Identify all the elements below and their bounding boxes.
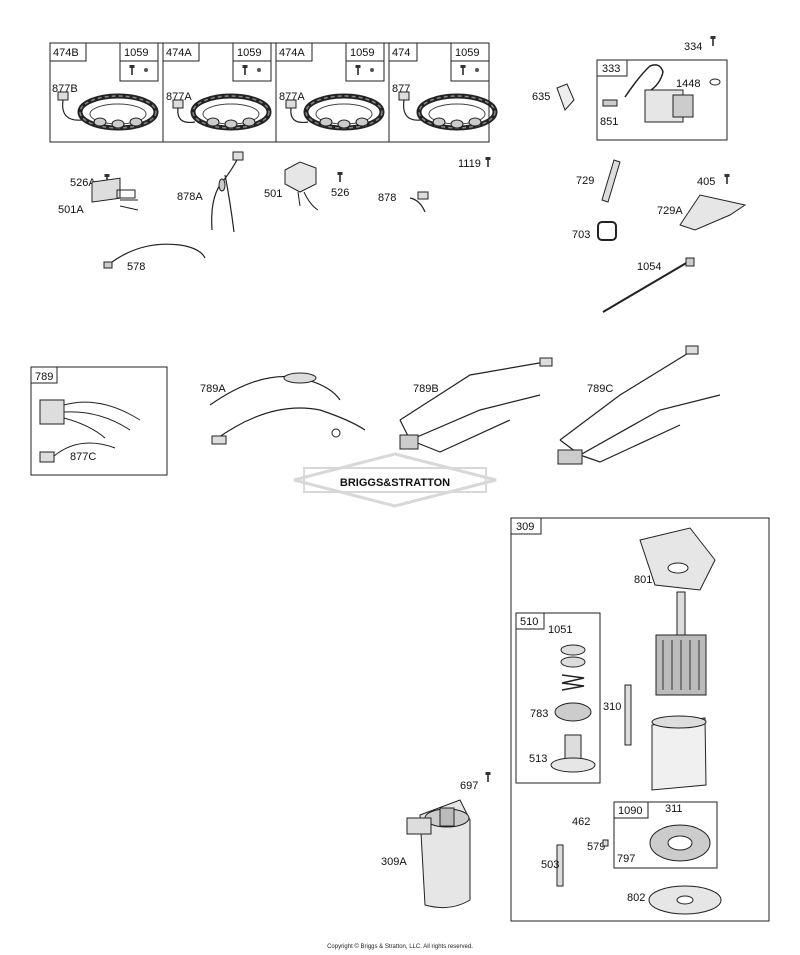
label-789B: 789B [413,383,439,395]
box-label-510: 510 [520,616,538,628]
label-878: 878 [378,192,396,204]
bracket-group: 729 405 729A 703 1054 [572,159,747,313]
label-1054: 1054 [637,261,661,273]
label-729: 729 [576,175,594,187]
stator-group: 474B 474A 474A 474 1059 1059 1059 1059 [49,42,495,143]
label-1448: 1448 [676,78,700,90]
brand-watermark: BRIGGS&STRATTON [293,452,497,508]
label-309A: 309A [381,856,407,868]
label-334: 334 [684,41,702,53]
label-501A: 501A [58,204,84,216]
box-label-1059: 1059 [350,47,374,59]
stator-icon [80,96,156,128]
label-877B: 877B [52,83,78,95]
stator-icon [419,96,495,128]
label-703: 703 [572,229,590,241]
label-513: 513 [529,753,547,765]
label-462: 462 [572,816,590,828]
label-877A: 877A [166,91,192,103]
box-label-474: 474 [392,47,410,59]
ignition-group: 334 635 333 851 1448 [532,36,728,141]
label-1119: 1119 [458,158,481,170]
wiring-small-parts: 526A 501A 578 878A 501 526 878 1119 [58,151,491,273]
label-405: 405 [697,176,715,188]
box-label-789: 789 [35,371,53,383]
stator-icon [193,96,269,128]
label-310: 310 [603,701,621,713]
label-311: 311 [665,803,683,815]
box-label-474A: 474A [166,47,192,59]
starter-assembly-309A: 697 309A [381,772,491,909]
screw-icon [485,772,491,782]
starter-group: 309 801 310 510 1051 783 513 1090 311 79… [510,517,770,922]
label-697: 697 [460,780,478,792]
box-label-474B: 474B [53,47,79,59]
label-877C: 877C [70,451,96,463]
label-503: 503 [541,859,559,871]
copyright-footer: Copyright © Briggs & Stratton, LLC. All … [327,944,473,950]
label-802: 802 [627,892,645,904]
label-789A: 789A [200,383,226,395]
screw-icon [337,172,343,182]
box-label-1090: 1090 [618,805,642,817]
label-578: 578 [127,261,145,273]
label-801: 801 [634,574,652,586]
box-label-333: 333 [602,63,620,75]
label-729A: 729A [657,205,683,217]
label-501: 501 [264,188,282,200]
label-878A: 878A [177,191,203,203]
box-label-309: 309 [516,521,534,533]
screw-icon [485,157,491,167]
box-label-474A: 474A [279,47,305,59]
box-label-1059: 1059 [237,47,261,59]
label-783: 783 [530,708,548,720]
label-877A: 877A [279,91,305,103]
label-526: 526 [331,187,349,199]
screw-icon [710,36,716,46]
label-526A: 526A [70,177,96,189]
label-851: 851 [600,116,618,128]
box-label-1059: 1059 [455,47,479,59]
label-635: 635 [532,91,550,103]
label-789C: 789C [587,383,613,395]
stator-icon [306,96,382,128]
harness-group: 789 877C 789A 789B 789C [30,345,721,476]
label-797: 797 [617,853,635,865]
label-877: 877 [392,83,410,95]
label-1051: 1051 [548,624,572,636]
watermark-text: BRIGGS&STRATTON [340,477,450,489]
screw-icon [724,174,730,184]
box-label-1059: 1059 [124,47,148,59]
label-579: 579 [587,841,605,853]
